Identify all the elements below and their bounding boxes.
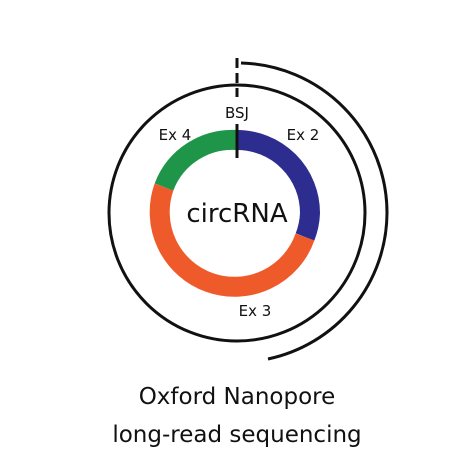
read-outer-loop: [240, 61, 389, 361]
caption-line-2: long-read sequencing: [112, 422, 362, 448]
exon-4-label: Ex 4: [159, 126, 192, 144]
caption-line-1: Oxford Nanopore: [138, 384, 336, 410]
read-inner-loop: [107, 83, 367, 343]
exon-4-segment: [154, 129, 238, 191]
exon-2-label: Ex 2: [287, 126, 320, 144]
circrna-label: circRNA: [186, 199, 287, 229]
exon-2-segment: [236, 130, 321, 241]
exon-3-segment: [149, 183, 315, 297]
exon-3-label: Ex 3: [239, 302, 272, 320]
bsj-label: BSJ: [225, 104, 249, 122]
